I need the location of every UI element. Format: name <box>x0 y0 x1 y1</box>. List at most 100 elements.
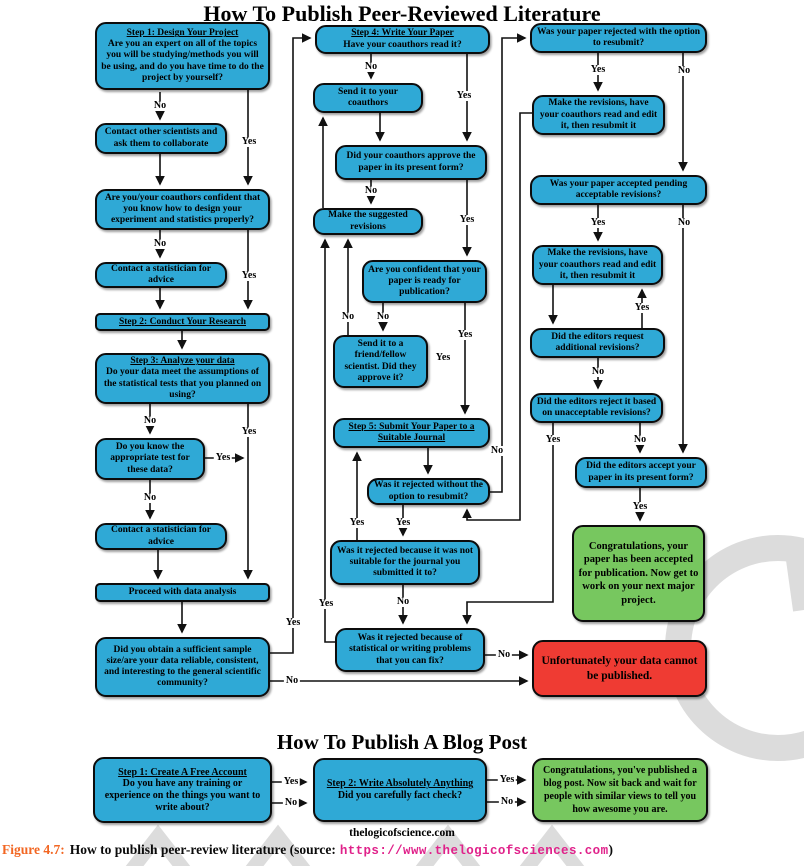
node-text: Was it rejected because it was not suita… <box>337 545 473 578</box>
edge-label-yes: Yes <box>283 617 303 628</box>
figure-caption-text: How to publish peer-review literature (s… <box>69 842 336 857</box>
node-text: Did you carefully fact check? <box>337 790 463 801</box>
node-blog-congrats: Congratulations, you've published a blog… <box>532 758 708 822</box>
edge-label-yes: Yes <box>433 352 453 363</box>
node-statistician-advice-2: Contact a statistician for advice <box>95 523 227 550</box>
node-send-coauthors: Send it to your coauthors <box>313 83 423 113</box>
node-blog-step1-create-account: Step 1: Create A Free Account Do you hav… <box>93 757 272 823</box>
node-title: Step 2: Write Absolutely Anything <box>326 778 474 790</box>
figure-caption: Figure 4.7: How to publish peer-review li… <box>2 842 613 858</box>
edge-label-no: No <box>488 445 506 456</box>
node-step1-design-project: Step 1: Design Your Project Are you an e… <box>95 22 270 90</box>
edge-label-yes: Yes <box>457 214 477 225</box>
node-sufficient-sample: Did you obtain a sufficient sample size/… <box>95 637 270 697</box>
node-statistician-advice-1: Contact a statistician for advice <box>95 262 227 288</box>
node-title: Step 3: Analyze your data <box>130 356 235 367</box>
edge-label-yes: Yes <box>454 90 474 101</box>
node-text: Are you confident that your paper is rea… <box>368 264 481 297</box>
edge-label-no: No <box>374 311 392 322</box>
edge-label-no: No <box>151 238 169 249</box>
edge-label-yes: Yes <box>588 64 608 75</box>
edge-label-no: No <box>589 366 607 377</box>
node-text: Did you obtain a sufficient sample size/… <box>104 644 261 689</box>
edge-label-yes: Yes <box>213 452 233 463</box>
node-know-test: Do you know the appropriate test for the… <box>95 438 205 480</box>
node-rejected-fixable: Was it rejected because of statistical o… <box>335 628 485 672</box>
edge-label-yes: Yes <box>497 774 517 785</box>
edge-label-no: No <box>141 492 159 503</box>
edge-label-yes: Yes <box>588 217 608 228</box>
node-text: Was it rejected without the option to re… <box>373 480 484 502</box>
node-text: Have your coauthors read it? <box>343 39 462 50</box>
node-text: Was your paper rejected with the option … <box>536 26 701 48</box>
site-name: thelogicofscience.com <box>349 827 455 839</box>
node-text: Did the editors accept your paper in its… <box>586 461 696 483</box>
node-rejected-with-option: Was your paper rejected with the option … <box>530 23 707 53</box>
node-editors-reject-unacceptable: Did the editors reject it based on unacc… <box>530 393 663 423</box>
edge-label-yes: Yes <box>239 426 259 437</box>
edge-label-no: No <box>362 61 380 72</box>
node-suggested-revisions: Make the suggested revisions <box>313 208 423 235</box>
node-text: Contact a statistician for advice <box>111 525 211 547</box>
node-make-revisions-2: Make the revisions, have your coauthors … <box>532 245 663 285</box>
edge-label-no: No <box>631 434 649 445</box>
edge-label-yes: Yes <box>239 136 259 147</box>
node-step5-submit-journal: Step 5: Submit Your Paper to a Suitable … <box>333 418 490 448</box>
main-title: How To Publish Peer-Reviewed Literature <box>203 1 601 26</box>
edge-label-no: No <box>339 311 357 322</box>
node-text: Contact other scientists and ask them to… <box>104 127 218 149</box>
node-contact-scientists: Contact other scientists and ask them to… <box>95 123 227 154</box>
node-text: Make the revisions, have your coauthors … <box>539 98 658 131</box>
node-text: Proceed with data analysis <box>128 587 237 597</box>
node-title: Step 1: Design Your Project <box>126 28 239 39</box>
edge-label-no: No <box>675 65 693 76</box>
node-congrats-published: Congratulations, your paper has been acc… <box>572 525 705 622</box>
node-coauthors-approve: Did your coauthors approve the paper in … <box>335 145 487 180</box>
edge-label-yes: Yes <box>543 434 563 445</box>
edge-label-yes: Yes <box>393 517 413 528</box>
edge-label-yes: Yes <box>239 270 259 281</box>
node-rejected-not-suitable: Was it rejected because it was not suita… <box>330 540 480 585</box>
node-friend-scientist: Send it to a friend/fellow scientist. Di… <box>333 335 428 388</box>
edge-label-no: No <box>283 675 301 686</box>
node-text: Do you know the appropriate test for the… <box>110 442 190 475</box>
node-step4-write-paper: Step 4: Write Your Paper Have your coaut… <box>315 25 490 54</box>
edge-label-no: No <box>675 217 693 228</box>
node-title: Step 2: Conduct Your Research <box>118 316 247 327</box>
node-text: Are you/your coauthors confident that yo… <box>104 192 261 226</box>
edge-label-no: No <box>151 100 169 111</box>
edge-label-no: No <box>495 649 513 660</box>
edge-label-yes: Yes <box>632 302 652 313</box>
edge-label-yes: Yes <box>347 517 367 528</box>
edge-label-no: No <box>394 596 412 607</box>
edge-label-yes: Yes <box>630 501 650 512</box>
node-editors-accept: Did the editors accept your paper in its… <box>575 457 707 488</box>
figure-caption-url: https://www.thelogicofsciences.com <box>339 844 609 858</box>
node-text: Unfortunately your data cannot be publis… <box>541 654 698 682</box>
node-accepted-pending: Was your paper accepted pending acceptab… <box>530 175 707 205</box>
figure-caption-label: Figure 4.7: <box>2 842 65 857</box>
edge-label-no: No <box>498 796 516 807</box>
figure-caption-paren: ) <box>608 842 613 857</box>
node-cannot-publish: Unfortunately your data cannot be publis… <box>532 640 707 697</box>
edge-label-yes: Yes <box>281 776 301 787</box>
node-text: Do you have any training or experience o… <box>104 778 261 813</box>
edge-label-yes: Yes <box>455 329 475 340</box>
node-text: Do your data meet the assumptions of the… <box>103 367 262 400</box>
node-rejected-without-resubmit: Was it rejected without the option to re… <box>367 478 490 505</box>
node-text: Did the editors request additional revis… <box>551 331 644 353</box>
edge-label-no: No <box>141 415 159 426</box>
node-title: Step 1: Create A Free Account <box>118 766 247 778</box>
node-text: Send it to a friend/fellow scientist. Di… <box>344 339 417 383</box>
node-step2-conduct-research: Step 2: Conduct Your Research <box>95 313 270 331</box>
node-title: Step 4: Write Your Paper <box>351 28 454 39</box>
node-title: Step 5: Submit Your Paper to a Suitable … <box>348 421 475 443</box>
node-confident-design: Are you/your coauthors confident that yo… <box>95 189 270 230</box>
edge-label-no: No <box>362 185 380 196</box>
blog-title: How To Publish A Blog Post <box>276 730 528 754</box>
node-confident-ready: Are you confident that your paper is rea… <box>362 260 487 303</box>
node-text: Make the revisions, have your coauthors … <box>538 248 657 281</box>
node-text: Contact a statistician for advice <box>111 263 211 285</box>
